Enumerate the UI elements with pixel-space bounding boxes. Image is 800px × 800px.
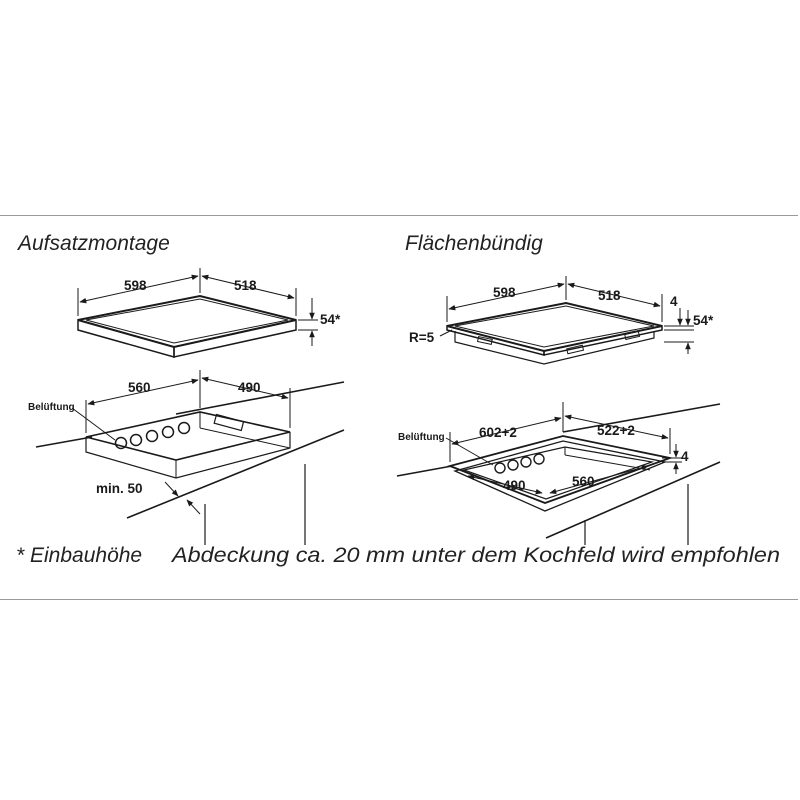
left-hob: [77, 294, 297, 358]
right-dim-width: 598: [493, 285, 516, 300]
right-hob-dimensions: 598 518 4 54*: [446, 276, 714, 354]
right-cutout-depth: 490: [503, 478, 526, 493]
left-cutout-width: 560: [128, 380, 151, 395]
left-min-distance: min. 50: [96, 481, 143, 496]
right-title: Flächenbündig: [405, 232, 543, 255]
right-recess-depth-step: 4: [681, 449, 689, 464]
right-countertop: [396, 403, 721, 545]
right-cutout-width: 560: [572, 474, 595, 489]
left-dim-height: 54*: [320, 312, 341, 327]
right-dim-height: 54*: [693, 313, 714, 328]
right-hob: R=5: [409, 301, 663, 365]
right-dim-lip: 4: [670, 294, 678, 309]
left-cutout-dimensions: 560 490 min. 50: [85, 370, 291, 515]
left-ventilation-label: Belüftung: [28, 402, 75, 413]
left-cutout: Belüftung: [28, 402, 291, 479]
left-dim-width: 598: [124, 278, 147, 293]
footnote-text: Abdeckung ca. 20 mm unter dem Kochfeld w…: [170, 544, 780, 567]
right-recess-width: 602+2: [479, 425, 517, 440]
drawing-frame: [0, 215, 798, 600]
right-radius: R=5: [409, 330, 435, 345]
right-ventilation-label: Belüftung: [398, 432, 445, 443]
right-recess-depth: 522+2: [597, 423, 635, 438]
left-hob-dimensions: 598 518 54*: [77, 268, 341, 346]
left-ventilation-holes: [114, 421, 191, 450]
left-title: Aufsatzmontage: [16, 232, 170, 255]
right-panel: Flächenbündig R=5 598 518: [396, 232, 721, 545]
left-cutout-depth: 490: [238, 380, 261, 395]
footnote: * Einbauhöhe Abdeckung ca. 20 mm unter d…: [16, 544, 780, 567]
right-recess-dimensions: 602+2 522+2 4 490 560: [449, 402, 689, 495]
left-countertop: [35, 381, 345, 545]
left-dim-depth: 518: [234, 278, 257, 293]
left-panel: Aufsatzmontage 598 518 54*: [16, 232, 345, 545]
right-dim-depth: 518: [598, 288, 621, 303]
footnote-marker: * Einbauhöhe: [16, 544, 142, 567]
right-ventilation-holes: [494, 453, 545, 474]
